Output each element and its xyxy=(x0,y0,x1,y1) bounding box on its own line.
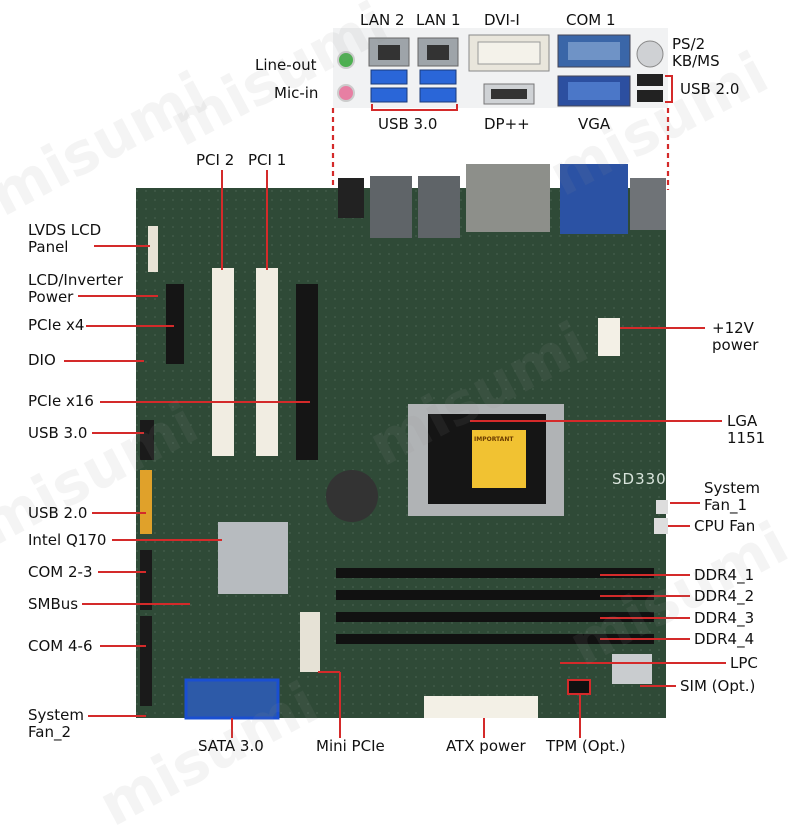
sim-slot xyxy=(612,654,652,684)
pci2-slot xyxy=(212,268,234,456)
label-lvds: LVDS LCD Panel xyxy=(28,221,102,256)
cmos-battery xyxy=(326,470,378,522)
leader-lines xyxy=(64,170,726,738)
board-silkscreen: SD330 xyxy=(612,470,667,488)
pcie-x16-slot xyxy=(296,284,318,460)
label-sim: SIM (Opt.) xyxy=(680,677,756,695)
label-com46: COM 4-6 xyxy=(28,637,93,655)
usb3-port-d xyxy=(419,87,457,103)
pcie-x4-slot xyxy=(166,284,184,364)
pcb-board xyxy=(136,164,668,720)
label-pcie-x16: PCIe x16 xyxy=(28,392,94,410)
ddr4-2-slot xyxy=(336,590,654,600)
label-pci2: PCI 2 xyxy=(196,151,235,169)
usb30-bracket xyxy=(371,104,458,111)
label-vga: VGA xyxy=(578,115,611,133)
power-12v-connector xyxy=(598,318,620,356)
label-dvi: DVI-I xyxy=(484,11,520,29)
ddr4-4-slot xyxy=(336,634,654,644)
label-tpm: TPM (Opt.) xyxy=(546,737,626,755)
lvds-connector xyxy=(148,226,158,272)
label-ddr4-3: DDR4_3 xyxy=(694,609,755,627)
ps2-port xyxy=(636,40,664,68)
usb2-port-b xyxy=(637,90,663,102)
label-usb20-left: USB 2.0 xyxy=(28,504,88,522)
label-cpufan: CPU Fan xyxy=(694,517,756,535)
ddr4-3-slot xyxy=(336,612,654,622)
tpm-header xyxy=(567,679,591,695)
system-fan1-header xyxy=(656,500,668,514)
chip-warning-text: IMPORTANT xyxy=(474,436,514,443)
label-sata: SATA 3.0 xyxy=(198,737,264,755)
label-mic-in: Mic-in xyxy=(274,84,319,102)
label-minipcie: Mini PCIe xyxy=(316,737,385,755)
line-out-jack xyxy=(337,51,355,69)
usb3-port-a xyxy=(370,69,408,85)
label-smbus: SMBus xyxy=(28,595,79,613)
intel-q170-heatsink xyxy=(218,522,288,594)
io-panel-zoom xyxy=(333,28,673,111)
label-lcd-inverter: LCD/Inverter Power xyxy=(28,271,123,306)
io-guide-lines xyxy=(331,108,670,190)
ddr4-1-slot xyxy=(336,568,654,578)
label-usb30-left: USB 3.0 xyxy=(28,424,88,442)
label-pci1: PCI 1 xyxy=(248,151,287,169)
label-com1: COM 1 xyxy=(566,11,616,29)
sata-connectors xyxy=(186,680,278,718)
label-power-12v: +12V power xyxy=(712,319,759,354)
label-ddr4-2: DDR4_2 xyxy=(694,587,755,605)
motherboard-diagram xyxy=(64,28,726,738)
pci1-slot xyxy=(256,268,278,456)
label-usb30-top: USB 3.0 xyxy=(378,115,438,133)
usb3-port-c xyxy=(419,69,457,85)
usb3-port-b xyxy=(370,87,408,103)
label-ddr4-4: DDR4_4 xyxy=(694,630,755,648)
usb20-bracket xyxy=(665,75,673,103)
label-com23: COM 2-3 xyxy=(28,563,93,581)
minipcie-slot xyxy=(300,612,320,672)
label-atx: ATX power xyxy=(446,737,526,755)
label-sysfan2: System Fan_2 xyxy=(28,706,84,741)
label-usb20-top: USB 2.0 xyxy=(680,80,740,98)
usb2-port-a xyxy=(637,74,663,86)
label-dio: DIO xyxy=(28,351,56,369)
label-intel: Intel Q170 xyxy=(28,531,107,549)
label-ddr4-1: DDR4_1 xyxy=(694,566,755,584)
mic-in-jack xyxy=(337,84,355,102)
label-dp: DP++ xyxy=(484,115,530,133)
label-sysfan1: System Fan_1 xyxy=(704,479,760,514)
label-lga: LGA 1151 xyxy=(727,412,766,447)
label-line-out: Line-out xyxy=(255,56,317,74)
label-pcie-x4: PCIe x4 xyxy=(28,316,85,334)
label-lan1: LAN 1 xyxy=(416,11,461,29)
label-lan2: LAN 2 xyxy=(360,11,405,29)
cpu-fan-header xyxy=(654,518,668,534)
label-ps2: PS/2 KB/MS xyxy=(672,35,720,70)
atx-power-connector xyxy=(424,696,538,718)
label-lpc: LPC xyxy=(730,654,758,672)
